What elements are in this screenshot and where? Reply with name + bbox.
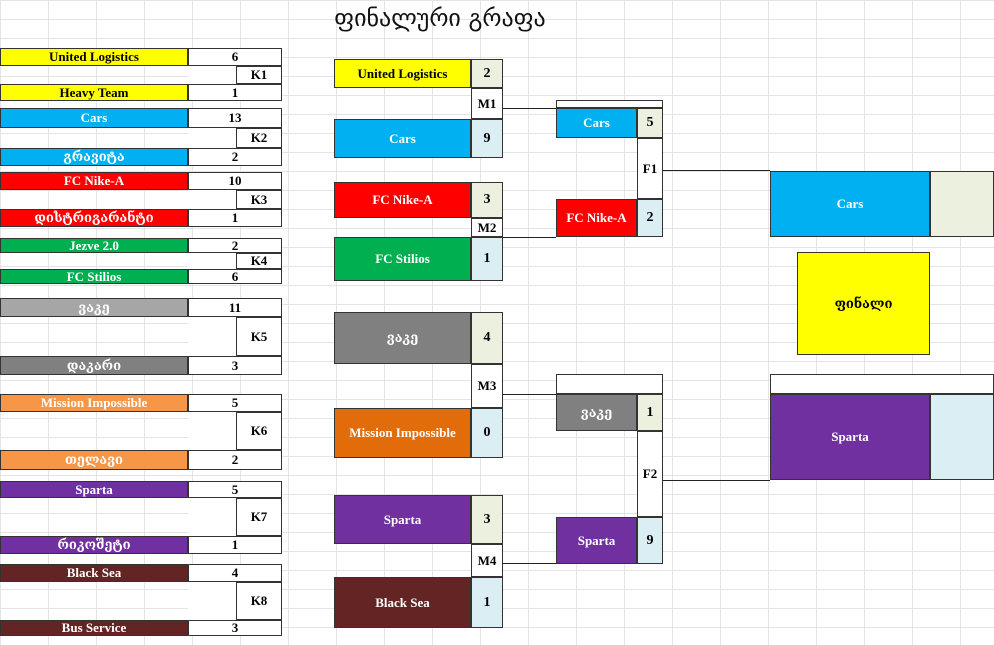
team-score: 1 — [637, 394, 663, 431]
team-name: დისტრიგარანტი — [0, 209, 188, 227]
match-label: F1 — [637, 138, 663, 199]
team-name: United Logistics — [0, 48, 188, 66]
team-name: FC Nike-A — [556, 199, 637, 237]
match-label: K6 — [236, 412, 282, 450]
bracket-connector — [663, 480, 770, 481]
team-score: 2 — [188, 238, 282, 253]
team-score: 1 — [188, 536, 282, 554]
match-label: K7 — [236, 498, 282, 536]
bracket-connector — [503, 563, 556, 564]
spacer-cell — [188, 66, 236, 84]
team-name: FC Stilios — [334, 237, 471, 281]
match-label: M2 — [471, 218, 503, 237]
page-title: ფინალური გრაფა — [334, 4, 546, 32]
bracket-connector — [503, 237, 556, 238]
team-name: რიკოშეტი — [0, 536, 188, 554]
team-name: თელავი — [0, 450, 188, 470]
bracket-connector — [503, 108, 556, 109]
match-label: M4 — [471, 544, 503, 577]
team-score: 1 — [471, 237, 503, 281]
team-score: 0 — [471, 408, 503, 458]
team-name: Cars — [556, 108, 637, 138]
team-name: Sparta — [0, 481, 188, 498]
team-score: 5 — [188, 481, 282, 498]
team-name: გრავიტა — [0, 148, 188, 166]
match-label: M3 — [471, 364, 503, 408]
team-name: დაკარი — [0, 356, 188, 375]
bracket-connector — [503, 394, 556, 395]
team-name: Sparta — [334, 495, 471, 544]
team-name: Sparta — [556, 517, 637, 564]
team-name: Mission Impossible — [0, 394, 188, 412]
match-label: K3 — [236, 190, 282, 209]
finalist-name: Cars — [770, 171, 930, 237]
finalist-score — [930, 171, 994, 237]
match-label: K8 — [236, 582, 282, 620]
team-score: 1 — [188, 209, 282, 227]
spacer-cell — [188, 498, 236, 536]
spacer-cell — [188, 582, 236, 620]
team-name: Mission Impossible — [334, 408, 471, 458]
spacer-cell — [556, 100, 663, 108]
team-name: FC Nike-A — [334, 182, 471, 218]
spacer-cell — [188, 128, 236, 148]
team-name: Jezve 2.0 — [0, 238, 188, 253]
team-score: 3 — [471, 182, 503, 218]
team-name: ვაკე — [0, 298, 188, 317]
match-label: M1 — [471, 88, 503, 119]
team-score: 9 — [471, 119, 503, 158]
team-score: 5 — [637, 108, 663, 138]
team-name: Heavy Team — [0, 84, 188, 101]
team-score: 2 — [637, 199, 663, 237]
team-name: Bus Service — [0, 620, 188, 636]
spacer-cell — [188, 412, 236, 450]
team-name: Cars — [334, 119, 471, 158]
team-name: Black Sea — [0, 564, 188, 582]
team-score: 11 — [188, 298, 282, 317]
team-name: Black Sea — [334, 577, 471, 628]
team-score: 9 — [637, 517, 663, 564]
match-label: K2 — [236, 128, 282, 148]
team-score: 2 — [471, 59, 503, 88]
team-name: FC Stilios — [0, 269, 188, 284]
team-score: 13 — [188, 108, 282, 128]
team-score: 4 — [188, 564, 282, 582]
finalist-name: Sparta — [770, 394, 930, 480]
spacer-cell — [188, 317, 236, 356]
team-score: 2 — [188, 148, 282, 166]
team-score: 10 — [188, 172, 282, 190]
final-label: ფინალი — [797, 252, 930, 355]
match-label: K1 — [236, 66, 282, 84]
team-name: ვაკე — [556, 394, 637, 431]
team-score: 3 — [188, 356, 282, 375]
team-score: 1 — [471, 577, 503, 628]
spacer-cell — [770, 374, 994, 394]
team-score: 6 — [188, 48, 282, 66]
team-score: 3 — [471, 495, 503, 544]
team-score: 2 — [188, 450, 282, 470]
match-label: F2 — [637, 431, 663, 517]
team-score: 6 — [188, 269, 282, 284]
team-name: Cars — [0, 108, 188, 128]
team-score: 1 — [188, 84, 282, 101]
finalist-score — [930, 394, 994, 480]
bracket-connector — [663, 170, 770, 171]
team-name: FC Nike-A — [0, 172, 188, 190]
spacer-cell — [188, 253, 236, 269]
match-label: K4 — [236, 253, 282, 269]
spacer-cell — [556, 374, 663, 394]
team-name: ვაკე — [334, 312, 471, 364]
match-label: K5 — [236, 317, 282, 356]
spacer-cell — [188, 190, 236, 209]
team-score: 4 — [471, 312, 503, 364]
team-score: 5 — [188, 394, 282, 412]
team-score: 3 — [188, 620, 282, 636]
team-name: United Logistics — [334, 59, 471, 88]
